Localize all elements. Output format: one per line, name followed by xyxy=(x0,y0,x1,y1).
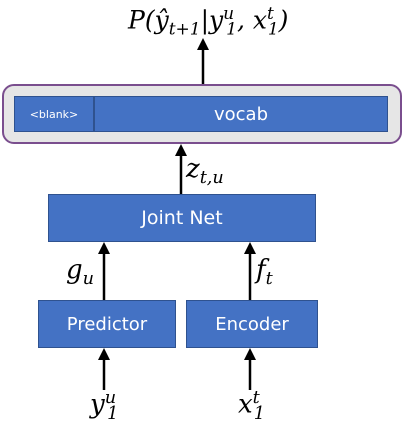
arrowhead-predictor-joint xyxy=(98,242,110,254)
joint-output-label: zt,u xyxy=(186,154,224,188)
arrowhead-joint-output xyxy=(175,144,187,156)
output-y-sub: 1 xyxy=(226,19,237,40)
output-suffix: ) xyxy=(278,5,289,35)
predictor-input-label: yu1 xyxy=(90,388,118,424)
g-sub: u xyxy=(82,269,95,290)
blank-label: <blank> xyxy=(29,107,79,121)
encoder-input-sup: t xyxy=(252,388,260,408)
joint-net-label: Joint Net xyxy=(141,207,223,229)
encoder-box: Encoder xyxy=(186,300,318,348)
vocab-box: vocab xyxy=(94,96,388,132)
blank-box: <blank> xyxy=(14,96,94,132)
arrowhead-input-predictor xyxy=(98,348,110,360)
encoder-input-base: x xyxy=(238,389,253,420)
vocab-label: vocab xyxy=(213,103,269,125)
z-sub: t,u xyxy=(199,168,224,189)
f-sub: t xyxy=(265,269,273,290)
arrowhead-encoder-joint xyxy=(244,242,256,254)
predictor-input-sup: u xyxy=(104,388,117,408)
g-base: g xyxy=(66,255,83,285)
output-prefix: P( xyxy=(128,5,155,35)
output-yhat: ŷ xyxy=(154,5,169,35)
predictor-box: Predictor xyxy=(38,300,176,348)
output-probability-label: P(ŷt+1|yu1, xt1) xyxy=(128,4,288,39)
encoder-input-label: xt1 xyxy=(238,388,265,424)
f-base: f xyxy=(256,255,266,285)
output-x-sup: t xyxy=(266,4,274,24)
joint-net-box: Joint Net xyxy=(48,194,316,242)
predictor-label: Predictor xyxy=(66,313,148,335)
predictor-input-base: y xyxy=(90,389,105,420)
predictor-input-sub: 1 xyxy=(107,403,119,424)
output-x-sub: 1 xyxy=(267,19,279,40)
predictor-output-label: gu xyxy=(66,255,94,289)
encoder-input-sub: 1 xyxy=(253,403,266,424)
arrowhead-output xyxy=(197,38,209,50)
output-yhat-sub: t+1 xyxy=(168,19,201,40)
encoder-label: Encoder xyxy=(215,313,289,335)
output-x: x xyxy=(252,5,267,35)
arrowhead-input-encoder xyxy=(244,348,256,360)
output-bar: | xyxy=(200,5,210,35)
output-comma: , xyxy=(236,5,253,35)
z-base: z xyxy=(186,154,200,184)
encoder-output-label: ft xyxy=(256,255,273,289)
output-y-sup: u xyxy=(223,4,235,24)
output-y: y xyxy=(209,5,224,35)
